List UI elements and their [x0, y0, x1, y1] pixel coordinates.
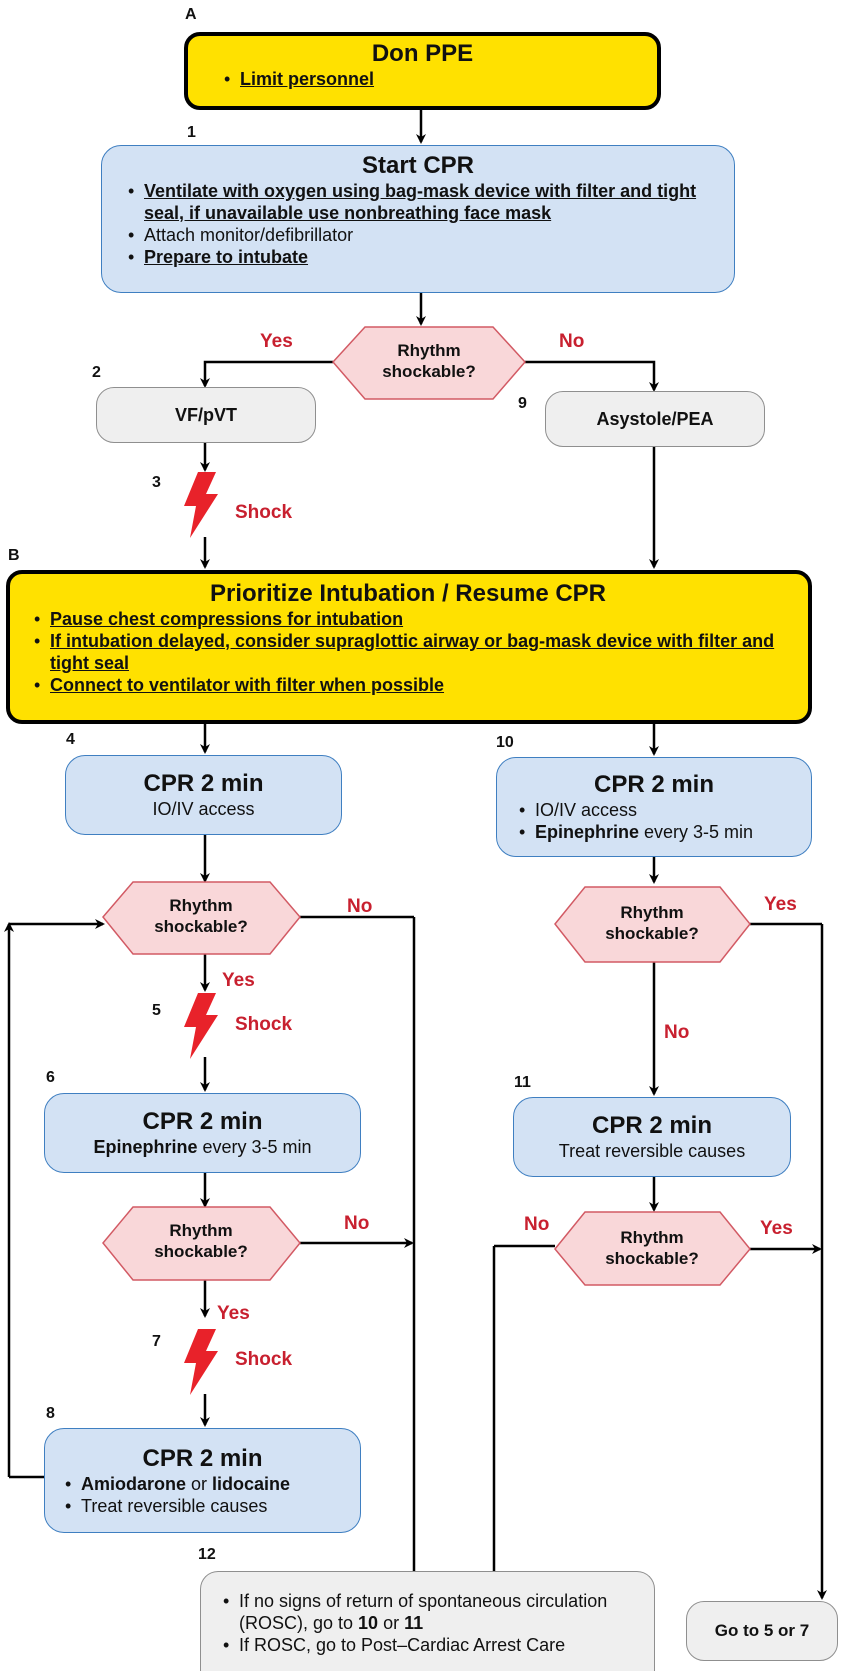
- cpr-8-bullet-reversible: Treat reversible causes: [81, 1495, 268, 1516]
- cpr-box-11: CPR 2 min Treat reversible causes: [513, 1097, 791, 1177]
- label-4: 4: [66, 731, 75, 748]
- cpr-6-title: CPR 2 min: [142, 1108, 263, 1135]
- don-ppe-title: Don PPE: [371, 40, 474, 67]
- decision-l2-line1: Rhythm: [169, 1221, 233, 1240]
- decision-r1: Rhythm shockable?: [592, 902, 712, 944]
- rosc-or: or: [378, 1612, 405, 1633]
- lightning-bolt-icon: [184, 993, 218, 1059]
- decision-top: Rhythm shockable?: [369, 340, 489, 382]
- cpr-8-or: or: [186, 1473, 213, 1494]
- label-B: B: [8, 547, 20, 564]
- label-9: 9: [518, 395, 527, 412]
- yes-label-r2: Yes: [760, 1218, 793, 1239]
- cpr-6-epinephrine-rest: every 3-5 min: [197, 1137, 312, 1157]
- cpr-box-4: CPR 2 min IO/IV access: [65, 755, 342, 835]
- cpr-box-10: CPR 2 min IO/IV access Epinephrine every…: [496, 757, 812, 857]
- decision-l1-line2: shockable?: [154, 917, 248, 936]
- cpr-box-8: CPR 2 min Amiodarone or lidocaine Treat …: [44, 1428, 361, 1533]
- decision-r1-line2: shockable?: [605, 924, 699, 943]
- rosc-bullet-post-care: If ROSC, go to Post–Cardiac Arrest Care: [239, 1634, 566, 1655]
- cpr-8-lidocaine: lidocaine: [212, 1473, 291, 1494]
- rosc-text: If no signs of return of spontaneous cir…: [239, 1590, 608, 1633]
- yes-label-l2: Yes: [217, 1303, 250, 1324]
- intubation-title: Prioritize Intubation / Resume CPR: [209, 580, 607, 607]
- label-12: 12: [198, 1546, 216, 1563]
- label-2: 2: [92, 364, 101, 381]
- label-5: 5: [152, 1002, 161, 1019]
- decision-shape-r1: [554, 886, 751, 963]
- cpr-4-title: CPR 2 min: [143, 770, 264, 797]
- yes-label-r1: Yes: [764, 894, 797, 915]
- decision-top-line2: shockable?: [382, 362, 476, 381]
- decision-shape-l1: [102, 881, 301, 955]
- intubation-bullet-ventilator: Connect to ventilator with filter when p…: [50, 675, 445, 695]
- yes-label-l1: Yes: [222, 970, 255, 991]
- cpr-6-epinephrine: Epinephrine: [93, 1137, 198, 1157]
- rosc-ref-10: 10: [358, 1612, 379, 1633]
- label-6: 6: [46, 1069, 55, 1086]
- decision-shape-top: [331, 326, 527, 400]
- start-cpr-box: Start CPR Ventilate with oxygen using ba…: [101, 145, 735, 293]
- decision-l1: Rhythm shockable?: [141, 895, 261, 937]
- cpr-8-title: CPR 2 min: [142, 1444, 263, 1472]
- decision-r2-line1: Rhythm: [620, 1228, 684, 1247]
- lightning-bolt-icon: [184, 1329, 218, 1395]
- start-cpr-bullet-ventilate: Ventilate with oxygen using bag-mask dev…: [144, 181, 697, 223]
- intubation-bullet-delayed: If intubation delayed, consider supraglo…: [50, 631, 775, 673]
- decision-l2-line2: shockable?: [154, 1242, 248, 1261]
- decision-r2: Rhythm shockable?: [592, 1227, 712, 1269]
- label-1: 1: [187, 124, 196, 141]
- rosc-ref-11: 11: [404, 1612, 424, 1633]
- rosc-box: If no signs of return of spontaneous cir…: [200, 1571, 655, 1671]
- lightning-bolt-icon: [184, 472, 218, 538]
- don-ppe-box: Don PPE Limit personnel: [184, 32, 661, 110]
- intubation-box: Prioritize Intubation / Resume CPR Pause…: [6, 570, 812, 724]
- start-cpr-bullet-intubate: Prepare to intubate: [144, 247, 309, 267]
- cpr-10-epinephrine-rest: every 3-5 min: [639, 822, 754, 842]
- start-cpr-bullet-monitor: Attach monitor/defibrillator: [144, 225, 354, 245]
- decision-r2-line2: shockable?: [605, 1249, 699, 1268]
- label-3: 3: [152, 474, 161, 491]
- cpr-8-amiodarone: Amiodarone: [81, 1473, 187, 1494]
- asystole-box: Asystole/PEA: [545, 391, 765, 447]
- goto-label: Go to 5 or 7: [714, 1621, 810, 1640]
- cpr-10-bullet-access: IO/IV access: [535, 800, 638, 820]
- don-ppe-bullet: Limit personnel: [240, 69, 375, 89]
- cpr-4-line: IO/IV access: [152, 799, 255, 819]
- decision-shape-l2: [102, 1206, 301, 1281]
- decision-l1-line1: Rhythm: [169, 896, 233, 915]
- cpr-11-title: CPR 2 min: [591, 1112, 713, 1139]
- cpr-10-epinephrine: Epinephrine: [535, 822, 640, 842]
- shock-label-7: Shock: [235, 1349, 293, 1370]
- label-8: 8: [46, 1405, 55, 1422]
- cpr-6-line: Epinephrine every 3-5 min: [45, 1136, 360, 1158]
- no-label-r2: No: [524, 1214, 550, 1235]
- label-11: 11: [514, 1074, 531, 1091]
- decision-shape-r2: [554, 1211, 751, 1286]
- vf-pvt-label: VF/pVT: [175, 404, 237, 425]
- no-label-l1: No: [347, 896, 373, 917]
- vf-pvt-box: VF/pVT: [96, 387, 316, 443]
- no-label-r1: No: [664, 1022, 690, 1043]
- intubation-bullet-pause: Pause chest compressions for intubation: [50, 609, 404, 629]
- no-label-top: No: [559, 331, 585, 352]
- decision-r1-line1: Rhythm: [620, 903, 684, 922]
- shock-label-5: Shock: [235, 1014, 293, 1035]
- shock-label-3: Shock: [235, 502, 293, 523]
- goto-box: Go to 5 or 7: [686, 1601, 838, 1661]
- decision-top-line1: Rhythm: [397, 341, 461, 360]
- cpr-11-line: Treat reversible causes: [558, 1141, 746, 1161]
- cpr-10-title: CPR 2 min: [593, 771, 715, 798]
- yes-label-top: Yes: [260, 331, 293, 352]
- rosc-bullet-no-signs: If no signs of return of spontaneous cir…: [239, 1591, 607, 1633]
- no-label-l2: No: [344, 1213, 370, 1234]
- cpr-box-6: CPR 2 min Epinephrine every 3-5 min: [44, 1093, 361, 1173]
- label-7: 7: [152, 1333, 161, 1350]
- label-A: A: [185, 6, 197, 23]
- asystole-label: Asystole/PEA: [596, 408, 714, 429]
- start-cpr-title: Start CPR: [361, 152, 475, 179]
- label-10: 10: [496, 734, 514, 751]
- decision-l2: Rhythm shockable?: [141, 1220, 261, 1262]
